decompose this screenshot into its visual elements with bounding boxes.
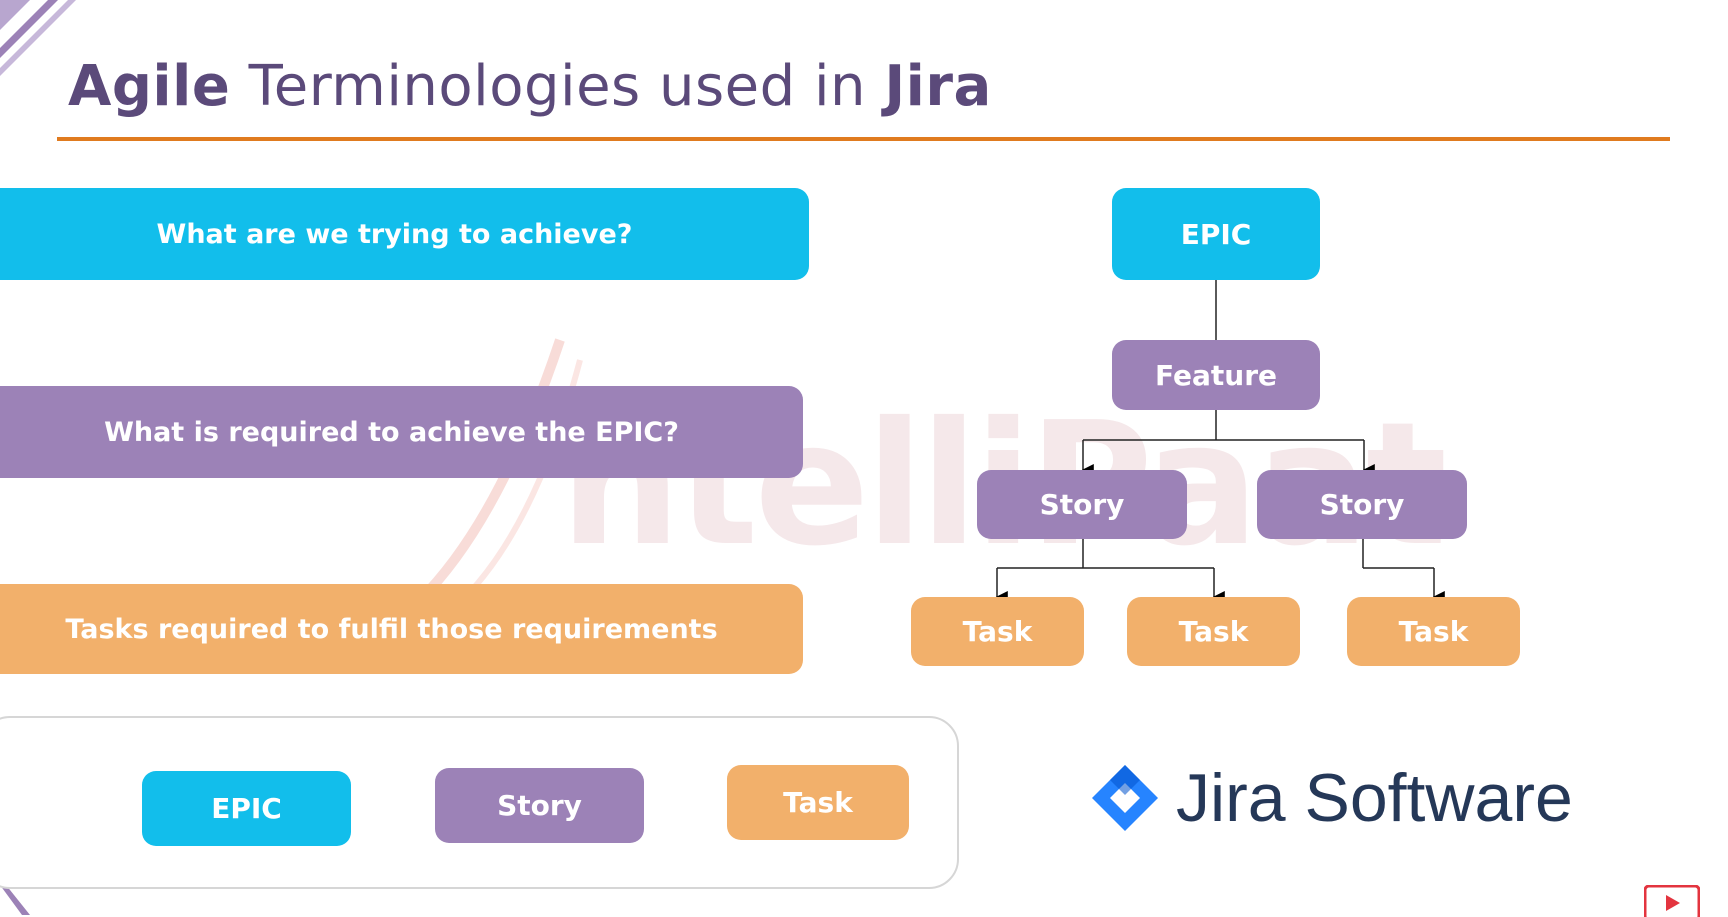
- jira-diamond-icon: [1092, 765, 1158, 831]
- legend-story-chip: Story: [435, 768, 644, 843]
- legend-epic-chip: EPIC: [142, 771, 351, 846]
- task-description-bar: Tasks required to fulfil those requireme…: [0, 584, 803, 674]
- title-underline: [57, 137, 1670, 141]
- diagram-story-node: Story: [1257, 470, 1467, 539]
- diagram-feature-node: Feature: [1112, 340, 1320, 410]
- youtube-play-icon[interactable]: [1644, 885, 1700, 917]
- page-title: Agile Terminologies used in Jira: [68, 52, 992, 122]
- diagram-task-node: Task: [1347, 597, 1520, 666]
- corner-stripes-decoration: [0, 0, 76, 76]
- story-description-bar: What is required to achieve the EPIC?: [0, 386, 803, 478]
- diagram-epic-node: EPIC: [1112, 188, 1320, 280]
- title-bold-agile: Agile: [68, 54, 231, 119]
- legend-task-chip: Task: [727, 765, 909, 840]
- diagram-story-node: Story: [977, 470, 1187, 539]
- diagram-task-node: Task: [1127, 597, 1300, 666]
- brand-name: Jira Software: [1176, 760, 1573, 836]
- diagram-task-node: Task: [911, 597, 1084, 666]
- title-middle: Terminologies used in: [230, 54, 885, 119]
- bottom-stripes-decoration: [0, 885, 30, 915]
- jira-software-logo: Jira Software: [1090, 758, 1573, 838]
- title-bold-jira: Jira: [884, 54, 992, 119]
- epic-description-bar: What are we trying to achieve?: [0, 188, 809, 280]
